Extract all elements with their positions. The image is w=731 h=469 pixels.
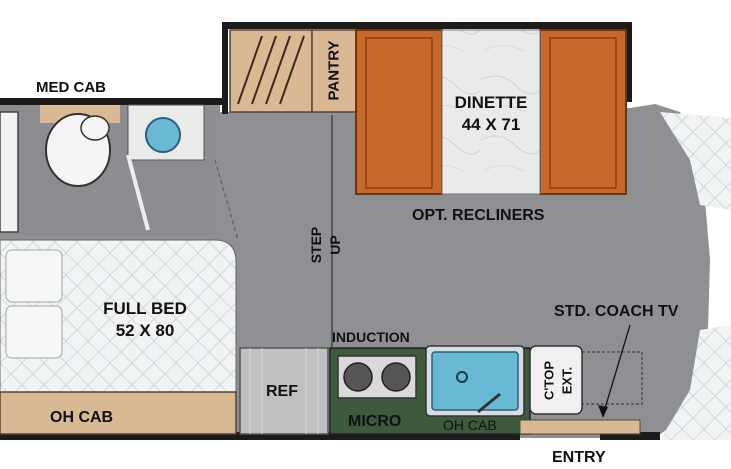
micro-label: MICRO: [348, 413, 402, 430]
dinette-bench-left: [355, 29, 443, 195]
induction-label: INDUCTION: [332, 329, 410, 345]
dinette-bench-right: [539, 29, 627, 195]
med-cab-label: MED CAB: [36, 79, 106, 96]
step-label: STEP: [308, 226, 324, 264]
tv-pointer-arrow: [598, 405, 608, 418]
pantry-label: PANTRY: [325, 40, 343, 101]
refrigerator: [239, 347, 329, 435]
pillow-top: [5, 249, 63, 303]
std-coach-tv-label: STD. COACH TV: [554, 303, 679, 320]
dinette-size-label: 44 X 71: [461, 115, 521, 134]
wall-top-slide: [222, 22, 632, 29]
burner-left-icon: [343, 362, 373, 392]
wall-bottom-right: [600, 432, 660, 440]
tv-pointer-line: [602, 324, 631, 416]
cab-front-panel: [660, 112, 731, 210]
opt-recliners-label: OPT. RECLINERS: [412, 207, 545, 224]
entry-label: ENTRY: [552, 449, 606, 466]
wall-bottom: [0, 432, 520, 440]
entry-step: [519, 419, 641, 435]
full-bed-label: FULL BED: [103, 299, 187, 318]
pantry-shelves: [229, 29, 313, 113]
bath-sink-icon: [145, 117, 181, 153]
ref-label: REF: [266, 383, 298, 400]
burner-right-icon: [381, 362, 411, 392]
oh-cab-left-label: OH CAB: [50, 409, 114, 426]
wall-slide-left: [222, 22, 228, 114]
wall-top-left: [0, 98, 222, 105]
pantry: [311, 29, 357, 113]
oh-cab-left: [0, 391, 237, 435]
dinette-table: [441, 29, 541, 195]
ext-label: EXT.: [559, 366, 575, 395]
wall-slide-right: [626, 22, 632, 102]
up-label: UP: [327, 235, 343, 255]
shower: [0, 111, 19, 233]
pillow-bottom: [5, 305, 63, 359]
oh-cab-kitchen-label: OH CAB: [443, 417, 497, 433]
full-bed-size-label: 52 X 80: [115, 321, 175, 340]
ctop-label: C'TOP: [541, 361, 557, 400]
cab-front-panel-lower: [660, 325, 731, 440]
dinette-label: DINETTE: [454, 93, 528, 112]
